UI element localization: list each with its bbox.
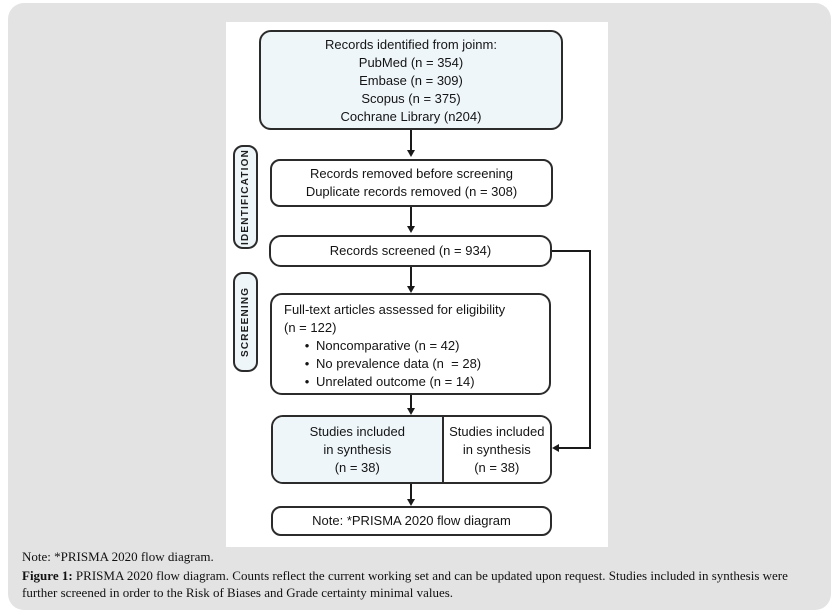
box-fulltext-eligibility: Full-text articles assessed for eligibil… bbox=[270, 293, 551, 395]
bullet-icon: • bbox=[304, 356, 310, 371]
box-note: Note: *PRISMA 2020 flow diagram bbox=[271, 506, 552, 536]
box-records-screened: Records screened (n = 934) bbox=[269, 235, 552, 267]
fulltext-bullet-2: • No prevalence data (n = 28) bbox=[284, 355, 541, 373]
box-records-removed: Records removed before screening Duplica… bbox=[270, 159, 553, 207]
studies-included-left-line2: in synthesis bbox=[323, 442, 392, 457]
records-identified-embase: Embase (n = 309) bbox=[359, 73, 463, 88]
box-records-identified: Records identified from joinm: PubMed (n… bbox=[259, 30, 563, 130]
fulltext-count: (n = 122) bbox=[284, 320, 337, 335]
bullet-icon: • bbox=[304, 338, 310, 353]
connector-bottom-segment bbox=[558, 447, 591, 449]
stage-label-screening: SCREENING bbox=[233, 272, 258, 372]
records-identified-cochrane: Cochrane Library (n204) bbox=[340, 109, 482, 124]
records-removed-line1: Records removed before screening bbox=[309, 166, 514, 181]
figure-container: IDENTIFICATION SCREENING Records identif… bbox=[8, 3, 831, 610]
records-identified-scopus: Scopus (n = 375) bbox=[361, 91, 461, 106]
records-identified-title: Records identified from joinm: bbox=[325, 37, 497, 52]
studies-included-right-line2: in synthesis bbox=[462, 442, 531, 457]
box-studies-included: Studies included in synthesis (n = 38) S… bbox=[271, 415, 552, 484]
connector-vertical-segment bbox=[589, 250, 591, 449]
stage-label-identification: IDENTIFICATION bbox=[233, 145, 258, 249]
records-removed-line2: Duplicate records removed (n = 308) bbox=[305, 184, 518, 199]
studies-included-right-line1: Studies included bbox=[449, 424, 545, 439]
fulltext-bullet-3-label: Unrelated outcome (n = 14) bbox=[316, 374, 475, 389]
studies-included-right-line3: (n = 38) bbox=[474, 460, 520, 475]
connector-arrowhead-left bbox=[552, 444, 559, 452]
fulltext-bullet-2-label: No prevalence data (n = 28) bbox=[316, 356, 482, 371]
flow-arrow-down-3 bbox=[407, 267, 415, 293]
flow-arrow-down-4 bbox=[407, 395, 415, 415]
connector-top-segment bbox=[552, 250, 591, 252]
figure-caption-text: PRISMA 2020 flow diagram. Counts reflect… bbox=[22, 568, 788, 600]
fulltext-bullet-1-label: Noncomparative (n = 42) bbox=[316, 338, 460, 353]
note-box-text: Note: *PRISMA 2020 flow diagram bbox=[312, 513, 511, 528]
studies-included-right-cell: Studies included in synthesis (n = 38) bbox=[441, 417, 550, 482]
flow-arrow-down-2 bbox=[407, 207, 415, 233]
caption-note-line: Note: *PRISMA 2020 flow diagram. bbox=[22, 549, 214, 564]
studies-included-left-cell: Studies included in synthesis (n = 38) bbox=[273, 417, 442, 482]
bullet-icon: • bbox=[304, 374, 310, 389]
records-identified-pubmed: PubMed (n = 354) bbox=[358, 55, 464, 70]
studies-included-left-line1: Studies included bbox=[309, 424, 405, 439]
fulltext-bullet-1: • Noncomparative (n = 42) bbox=[284, 337, 541, 355]
prisma-flow-diagram: IDENTIFICATION SCREENING Records identif… bbox=[226, 22, 608, 547]
fulltext-bullet-3: • Unrelated outcome (n = 14) bbox=[284, 373, 541, 391]
records-screened-text: Records screened (n = 934) bbox=[329, 243, 492, 258]
flow-arrow-down-5 bbox=[407, 484, 415, 506]
figure-caption: Figure 1: PRISMA 2020 flow diagram. Coun… bbox=[22, 567, 820, 601]
fulltext-title: Full-text articles assessed for eligibil… bbox=[284, 302, 506, 317]
studies-included-left-line3: (n = 38) bbox=[334, 460, 380, 475]
flow-arrow-down-1 bbox=[407, 130, 415, 157]
figure-caption-label: Figure 1: bbox=[22, 568, 73, 583]
